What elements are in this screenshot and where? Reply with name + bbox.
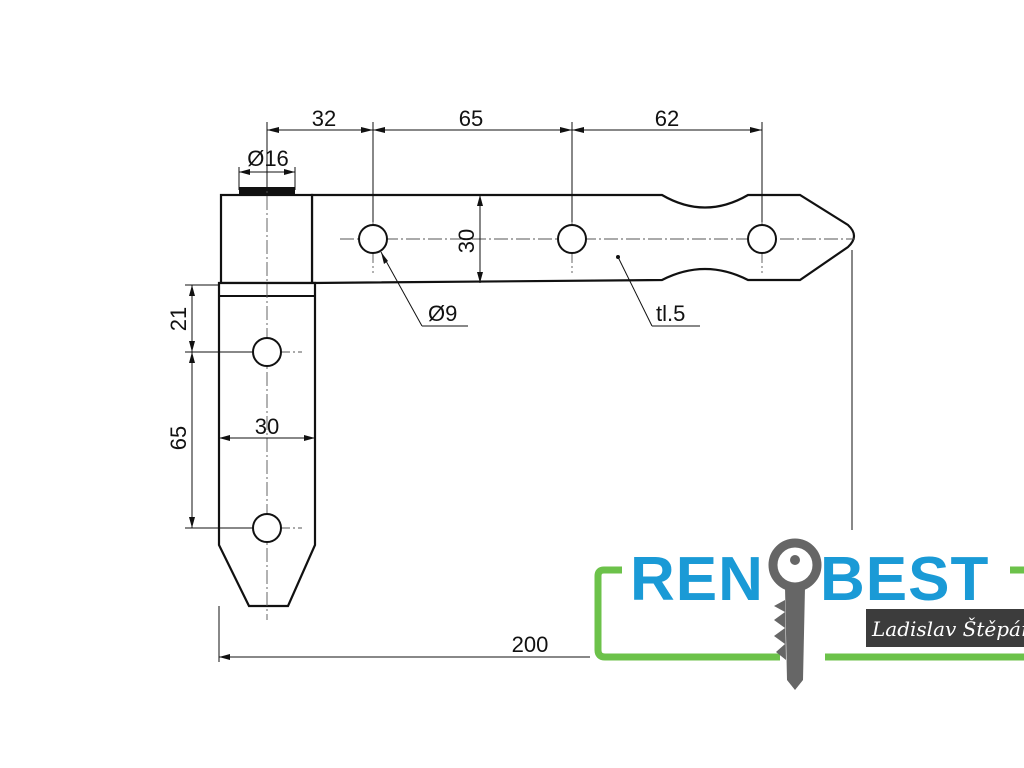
hole-3: [747, 224, 777, 254]
logo-text-ren: REN: [630, 545, 764, 614]
dim-thickness: tl.5: [656, 301, 685, 326]
key-icon: [768, 538, 822, 690]
logo-text-best: BEST: [820, 545, 989, 614]
renobest-logo: REN BEST Ladislav Štěpán: [590, 530, 1024, 768]
height-dimension: [477, 195, 483, 283]
hole-4: [252, 337, 282, 367]
overall-length-dimension: [218, 250, 853, 662]
hole-1: [358, 224, 388, 254]
dim-hole-diameter: Ø9: [428, 301, 457, 326]
dim-height-30: 30: [454, 229, 479, 253]
pin-diameter-dimension: [238, 167, 296, 190]
hole-diameter-leader: [380, 251, 468, 327]
side-dimension-chain: [185, 284, 253, 529]
pin-knuckle: [219, 193, 314, 285]
logo-frame: [594, 566, 780, 661]
owner-name: Ladislav Štěpán: [871, 617, 1024, 641]
dim-pin-diameter: Ø16: [247, 146, 289, 171]
dim-200: 200: [512, 632, 549, 657]
dim-width-30: 30: [255, 414, 279, 439]
owner-banner: [866, 609, 1024, 647]
top-dimension-chain: [266, 122, 763, 222]
dim-65-top: 65: [459, 106, 483, 131]
dim-65-side: 65: [166, 426, 191, 450]
dim-32: 32: [312, 106, 336, 131]
hole-5: [252, 513, 282, 543]
dim-21: 21: [166, 307, 191, 331]
width-dimension: [219, 435, 315, 441]
dim-62: 62: [655, 106, 679, 131]
thickness-leader: [616, 255, 700, 327]
hole-2: [557, 224, 587, 254]
